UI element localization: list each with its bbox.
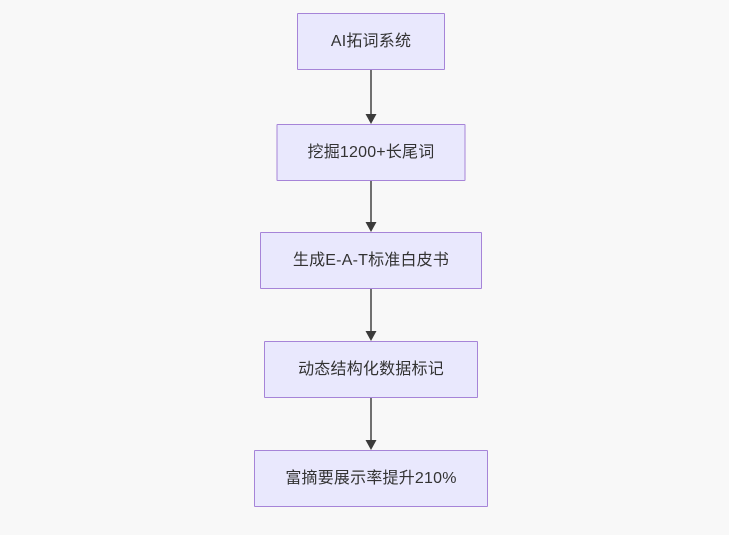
flow-node-label: 富摘要展示率提升210% [285,469,457,487]
flow-node-dynamic-structured-data-markup[interactable]: 动态结构化数据标记 [264,341,478,398]
flow-node-label: AI拓词系统 [330,32,412,50]
flow-node-rich-snippet-impression-lift[interactable]: 富摘要展示率提升210% [254,450,488,507]
edge-n2-to-n3 [364,181,378,232]
edge-n4-to-n5 [364,398,378,450]
flow-node-ai-keyword-system[interactable]: AI拓词系统 [297,13,445,70]
flow-node-label: 挖掘1200+长尾词 [307,143,435,161]
flow-node-generate-eat-whitepaper[interactable]: 生成E-A-T标准白皮书 [260,232,482,289]
edge-n3-to-n4 [364,289,378,341]
edge-n1-to-n2 [364,70,378,124]
flow-node-label: 动态结构化数据标记 [298,360,444,378]
flow-node-label: 生成E-A-T标准白皮书 [292,251,450,269]
flow-node-mine-longtail-keywords[interactable]: 挖掘1200+长尾词 [276,124,466,181]
